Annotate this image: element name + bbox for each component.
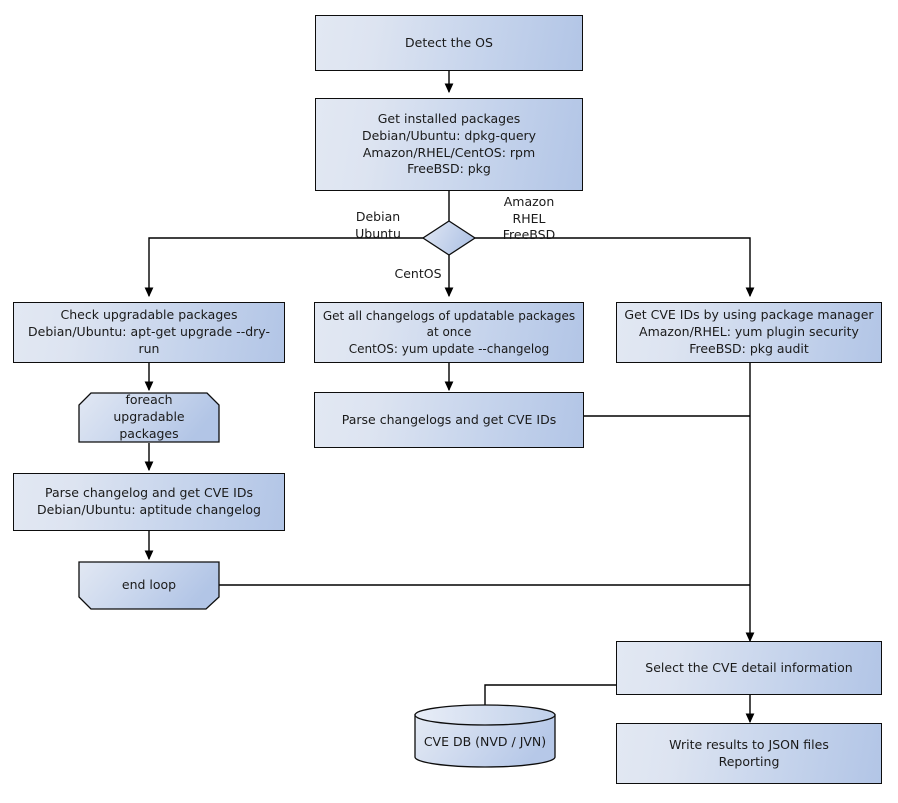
node-cve-db[interactable]: CVE DB (NVD / JVN) xyxy=(414,704,556,768)
edge-decision-right xyxy=(474,237,755,298)
node-end-loop-label: end loop xyxy=(121,577,177,593)
node-parse-changelog-single[interactable]: Parse changelog and get CVE IDs Debian/U… xyxy=(13,473,285,531)
edge-label-centos: CentOS xyxy=(394,266,442,281)
node-select-cve-detail[interactable]: Select the CVE detail information xyxy=(616,641,882,695)
node-check-upgradable-packages[interactable]: Check upgradable packages Debian/Ubuntu:… xyxy=(13,302,285,363)
node-parse-changelogs-bulk[interactable]: Parse changelogs and get CVE IDs xyxy=(314,392,584,448)
node-parse-changelog-single-label: Parse changelog and get CVE IDs Debian/U… xyxy=(37,485,261,517)
node-check-upgradable-packages-label: Check upgradable packages Debian/Ubuntu:… xyxy=(28,307,270,356)
node-cve-db-label: CVE DB (NVD / JVN) xyxy=(423,734,547,749)
node-os-decision[interactable] xyxy=(422,220,476,256)
node-get-cve-ids-package-manager[interactable]: Get CVE IDs by using package manager Ama… xyxy=(616,302,882,363)
node-detect-os-label: Detect the OS xyxy=(405,34,493,50)
node-end-loop[interactable]: end loop xyxy=(78,561,220,610)
node-get-installed-packages[interactable]: Get installed packages Debian/Ubuntu: dp… xyxy=(315,98,583,191)
node-write-results-label: Write results to JSON files Reporting xyxy=(669,736,829,769)
node-get-installed-packages-label: Get installed packages Debian/Ubuntu: dp… xyxy=(361,110,537,177)
node-detect-os[interactable]: Detect the OS xyxy=(315,15,583,71)
edge-label-debian-ubuntu: Debian Ubuntu xyxy=(355,209,401,241)
edge-label-amazon-rhel-freebsd: Amazon RHEL FreeBSD xyxy=(502,194,556,242)
node-get-all-changelogs[interactable]: Get all changelogs of updatable packages… xyxy=(314,302,584,363)
node-get-cve-ids-package-manager-label: Get CVE IDs by using package manager Ama… xyxy=(624,307,874,356)
node-write-results[interactable]: Write results to JSON files Reporting xyxy=(616,723,882,784)
node-foreach-upgradable-packages-label: foreach upgradable packages xyxy=(113,392,185,441)
node-foreach-upgradable-packages[interactable]: foreach upgradable packages xyxy=(78,392,220,443)
node-select-cve-detail-label: Select the CVE detail information xyxy=(645,659,853,675)
node-parse-changelogs-bulk-label: Parse changelogs and get CVE IDs xyxy=(341,411,557,427)
edge-decision-left xyxy=(144,237,424,298)
node-get-all-changelogs-label: Get all changelogs of updatable packages… xyxy=(322,309,576,356)
